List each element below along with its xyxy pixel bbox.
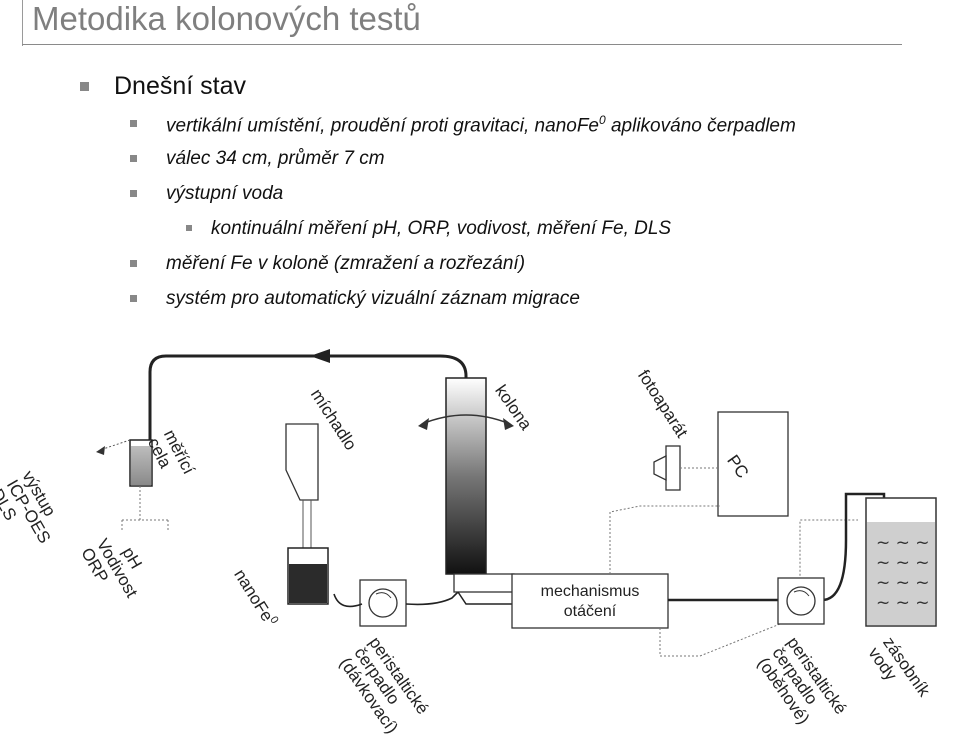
bullet-marker — [186, 225, 192, 231]
page-title: Metodika kolonových testů — [32, 0, 421, 37]
dosing-tube-out — [405, 591, 459, 606]
bullet-item-1-pre: vertikální umístění, proudění proti grav… — [166, 115, 600, 137]
measuring-cell-fill — [131, 446, 151, 485]
bullet-item-1-post: aplikováno čerpadlem — [605, 115, 796, 137]
output-arrow — [96, 446, 105, 455]
camera-lens — [653, 454, 667, 482]
circulation-pump-rotor — [786, 586, 816, 616]
bullet-marker — [130, 295, 137, 302]
water-level — [867, 522, 935, 625]
title-rule — [22, 44, 902, 45]
circulation-cable — [659, 519, 858, 657]
bullet-item-1-sup: 0 — [599, 113, 606, 127]
bullet-item-1: vertikální umístění, proudění proti grav… — [166, 113, 796, 137]
dosing-pump-rotor-mark — [375, 592, 392, 599]
bullet-item-5: systém pro automatický vizuální záznam m… — [166, 288, 580, 309]
pc-box — [717, 411, 789, 517]
title-rule-left — [22, 0, 23, 46]
flow-arrow-left — [310, 349, 330, 363]
bullet-marker — [130, 190, 137, 197]
svg-text:~ ~ ~: ~ ~ ~ — [876, 533, 930, 553]
inlet-tube — [457, 591, 514, 605]
bullet-heading: Dnešní stav — [114, 72, 247, 100]
rotation-arrow-left — [418, 418, 429, 430]
column — [445, 377, 487, 575]
svg-text:~ ~ ~: ~ ~ ~ — [876, 573, 930, 593]
bullet-item-3: výstupní voda — [166, 183, 284, 204]
bullet-item-4: měření Fe v koloně (zmražení a rozřezání… — [166, 253, 526, 274]
bullet-subitem-1: kontinuální měření pH, ORP, vodivost, mě… — [211, 218, 672, 239]
rotation-arc — [421, 414, 511, 425]
control-cable — [609, 505, 720, 574]
circulation-pipe — [821, 492, 886, 602]
bullet-marker — [130, 120, 137, 127]
water-waves: ~ ~ ~ ~ ~ ~ ~ ~ ~ ~ ~ ~ — [876, 533, 930, 613]
circulation-pump-rotor-mark — [793, 590, 810, 597]
bullet-marker — [130, 260, 137, 267]
dosing-tube-in — [333, 593, 363, 608]
return-pipe — [148, 354, 468, 470]
bullet-marker — [80, 82, 89, 91]
dosing-pump-rotor — [368, 588, 398, 618]
nanofe-suspension — [289, 564, 327, 603]
bullet-item-2: válec 34 cm, průměr 7 cm — [166, 148, 385, 169]
output-line — [99, 439, 131, 451]
camera-body — [665, 445, 681, 491]
bullet-marker — [130, 155, 137, 162]
svg-text:~ ~ ~: ~ ~ ~ — [876, 593, 930, 613]
column-base — [453, 573, 515, 593]
stirrer-motor — [285, 423, 319, 501]
svg-text:~ ~ ~: ~ ~ ~ — [876, 553, 930, 573]
rotation-arrow-right — [503, 418, 514, 430]
